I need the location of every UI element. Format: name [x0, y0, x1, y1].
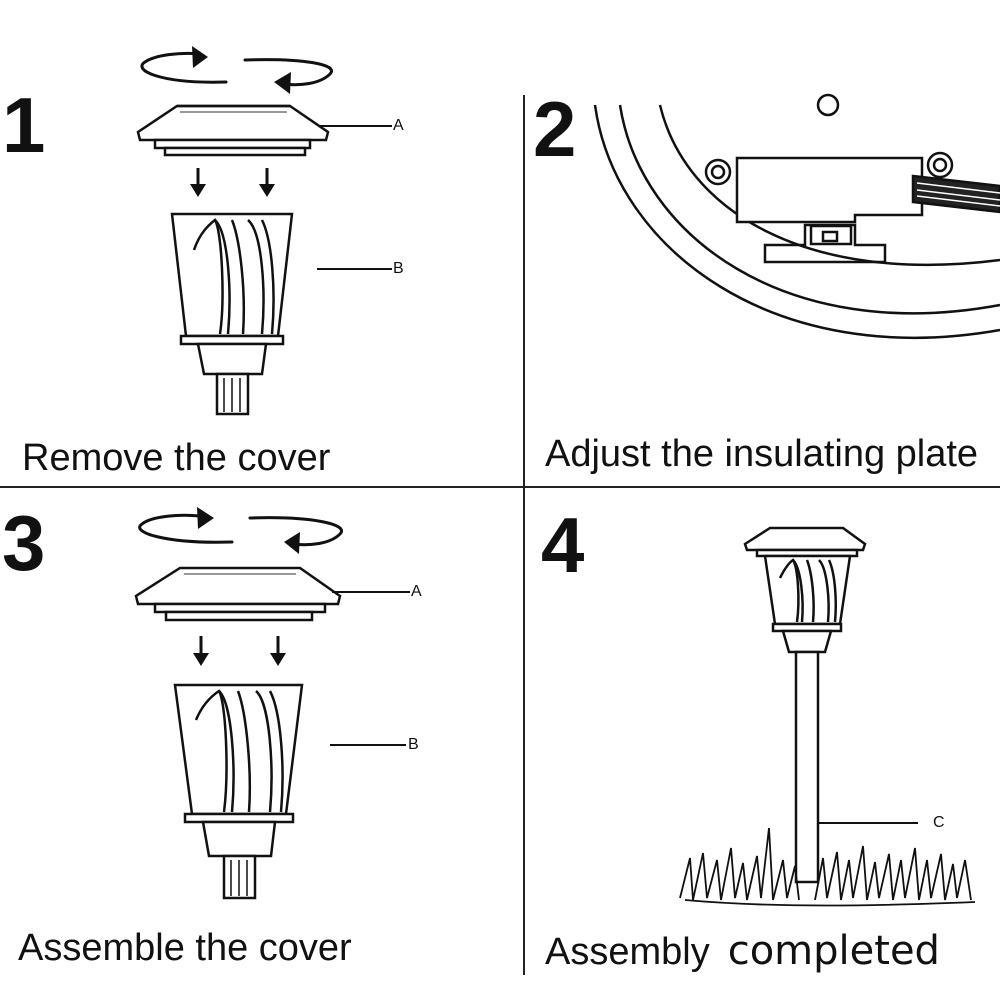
rotate-arrows-icon: [140, 46, 334, 94]
step-number: 1: [2, 81, 46, 169]
part-label-a: A: [411, 583, 422, 600]
label-b-leader: [330, 744, 406, 746]
lamp-cover-icon: [134, 566, 342, 622]
battery-compartment-icon: [593, 93, 1000, 340]
vertical-divider: [523, 95, 525, 975]
part-label-b: B: [393, 260, 404, 277]
horizontal-divider: [0, 486, 1000, 488]
step-number: 2: [533, 85, 577, 173]
down-arrow-icon: [193, 636, 286, 666]
down-arrow-icon: [190, 168, 275, 197]
step-4-panel: 4 C Assembly completed: [525, 488, 1000, 1000]
step-caption: Remove the cover: [22, 437, 331, 479]
label-a-leader: [332, 591, 410, 593]
step-caption: Assemble the cover: [18, 927, 352, 969]
rotate-arrows-icon: [138, 507, 344, 554]
label-a-leader: [320, 125, 392, 127]
part-label-a: A: [393, 117, 404, 134]
step-3-panel: 3 A: [0, 488, 523, 1000]
caption-part-2: completed: [727, 928, 940, 974]
label-c-leader: [818, 822, 918, 824]
step-caption: Assembly completed: [545, 931, 940, 971]
part-label-c: C: [933, 814, 945, 831]
step-caption: Adjust the insulating plate: [545, 433, 979, 475]
part-label-b: B: [408, 736, 419, 753]
lamp-cover-icon: [136, 104, 330, 157]
label-b-leader: [317, 268, 392, 270]
insulating-plate-icon: [735, 156, 924, 264]
lamp-body-icon: [173, 683, 304, 900]
step-number: 4: [541, 501, 585, 589]
step-1-panel: 1 A: [0, 0, 523, 486]
assembled-lamp-icon: [679, 526, 976, 907]
step-2-panel: 2 Adjust the insulating plate: [525, 0, 1000, 486]
caption-part-1: Assembly: [545, 931, 710, 973]
step-number: 3: [2, 499, 46, 587]
grass-icon: [679, 827, 976, 907]
lamp-body-icon: [170, 212, 294, 416]
